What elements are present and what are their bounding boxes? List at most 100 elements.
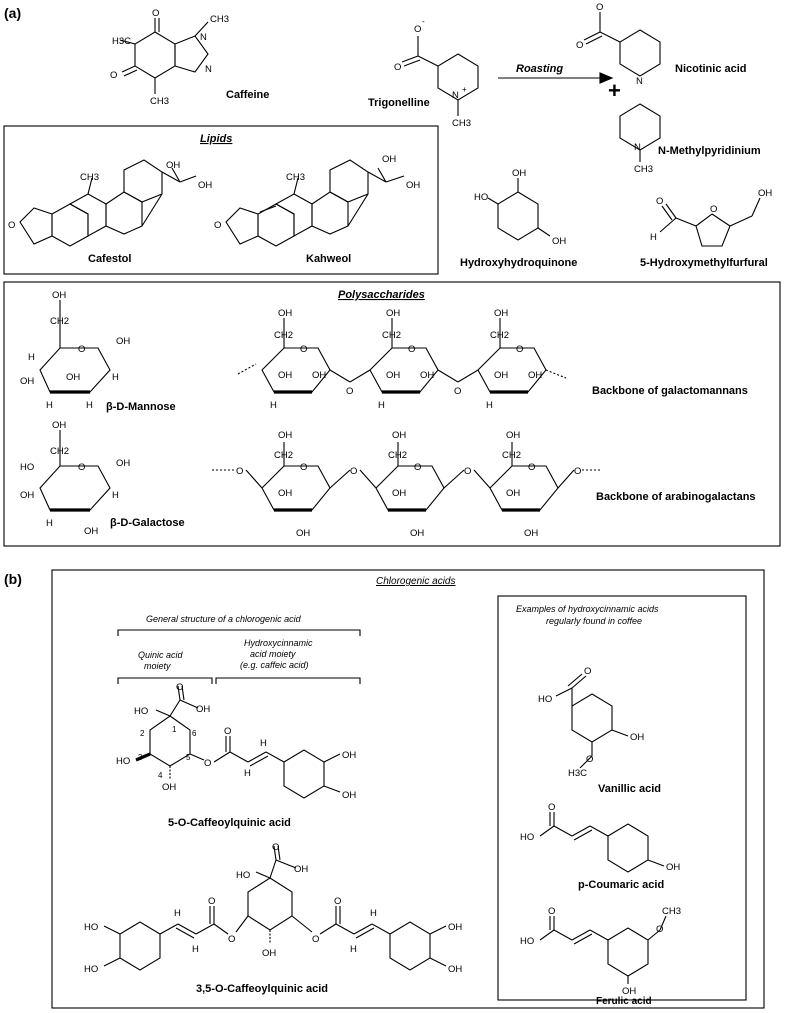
cqa-oh4: OH: [162, 782, 176, 793]
cqa-h-a: H: [260, 738, 267, 749]
gm-oh-r1a: OH: [278, 370, 292, 381]
roasting-label: Roasting: [516, 63, 563, 75]
polysaccharides-title: Polysaccharides: [338, 289, 425, 301]
dicqa-h-r1: H: [370, 908, 377, 919]
gm-ch2-b: CH2: [382, 330, 401, 341]
ag-o1: O: [350, 466, 357, 477]
cqa-ho1: HO: [134, 706, 148, 717]
ferulic-structure: HO O O CH3 OH: [520, 906, 681, 997]
fer-o: O: [548, 906, 555, 917]
van-h3c: H3C: [568, 768, 587, 779]
n-methylpyridinium-structure: N CH3: [619, 103, 661, 175]
man-o: O: [78, 344, 85, 355]
cga-general-structure: General structure of a chlorogenic acid: [146, 614, 302, 624]
gm-h-r1: H: [270, 400, 277, 411]
cafestol-oh2: OH: [198, 180, 212, 191]
dicqa-ho-l2: HO: [84, 964, 98, 975]
label-n-methylpyridinium: N-Methylpyridinium: [658, 145, 761, 157]
caffeine-o1: O: [152, 8, 159, 19]
caffeine-ch3-b: CH3: [150, 96, 169, 107]
label-nicotinic-acid: Nicotinic acid: [675, 63, 747, 75]
kahweol-oh1: OH: [382, 154, 396, 165]
gm-oh-r1b: OH: [312, 370, 326, 381]
fer-ch3: CH3: [662, 906, 681, 917]
gal-o: O: [78, 462, 85, 473]
kahweol-ch3: CH3: [286, 172, 305, 183]
gm-oh-a: OH: [278, 308, 292, 319]
bracket-hca: [215, 677, 361, 684]
man-h3: H: [46, 400, 53, 411]
hhq-ho: HO: [474, 192, 488, 203]
label-galactose: β-D-Galactose: [110, 517, 185, 529]
ag-o2: O: [464, 466, 471, 477]
dicqa-ho-l1: HO: [84, 922, 98, 933]
gm-h-r2: H: [378, 400, 385, 411]
cga-hca-3: (e.g. caffeic acid): [240, 660, 309, 670]
polysaccharides-box: [3, 281, 781, 547]
ag-o3: O: [574, 466, 581, 477]
man-h4: H: [86, 400, 93, 411]
label-mannose: β-D-Mannose: [106, 401, 176, 413]
mannose-structure: OH CH2 O H OH OH OH H H H: [20, 290, 130, 411]
trig-plus: +: [462, 85, 467, 94]
ag-ch2-a: CH2: [274, 450, 293, 461]
dicqa-oh-r2: OH: [448, 964, 462, 975]
nmp-n: N: [634, 142, 641, 153]
cqa-n3: 3: [138, 753, 143, 762]
gm-link-o1: O: [346, 386, 353, 397]
gm-oh-c: OH: [494, 308, 508, 319]
trig-ch3: CH3: [452, 118, 471, 129]
dicqa-h-r2: H: [350, 944, 357, 955]
dicqa-ho1: HO: [236, 870, 250, 881]
cqa-n2: 2: [140, 729, 145, 738]
label-hmf: 5-Hydroxymethylfurfural: [640, 257, 768, 269]
hydroxyhydroquinone-structure: OH HO OH: [474, 168, 566, 247]
nic-n: N: [636, 76, 643, 87]
cqa-n4: 4: [158, 771, 163, 780]
chlorogenic-title: Chlorogenic acids: [376, 576, 456, 587]
arrow-head: [599, 72, 614, 84]
dicqa35-structure: O OH HO O O OH O O H H H H HO HO OH OH: [84, 842, 462, 975]
gal-oh4: OH: [84, 526, 98, 537]
man-oh-top: OH: [52, 290, 66, 301]
man-oh1: OH: [116, 336, 130, 347]
hmf-o-ring: O: [710, 204, 717, 215]
panel-label-b: (b): [4, 571, 22, 587]
coumaric-structure: HO O OH: [520, 802, 680, 873]
label-galactomannans: Backbone of galactomannans: [592, 385, 748, 397]
cqa-o-acid: O: [176, 682, 183, 693]
gm-h-r3: H: [486, 400, 493, 411]
cqa-o-ester: O: [204, 758, 211, 769]
ag-o0: O: [236, 466, 243, 477]
arabinogalactan-backbone: O O O O OH OH OH CH2 CH2 CH2 O O O OH OH…: [212, 430, 600, 539]
gal-oh3: OH: [20, 490, 34, 501]
ag-oh-a: OH: [278, 430, 292, 441]
gm-oh-r2b: OH: [420, 370, 434, 381]
dicqa-oh4: OH: [262, 948, 276, 959]
cqa-o-co: O: [224, 726, 231, 737]
gal-oh1: HO: [20, 462, 34, 473]
kahweol-structure: O CH3 OH OH: [214, 154, 420, 247]
cafestol-structure: O CH3 OH OH: [8, 159, 212, 247]
lipids-box: [3, 125, 439, 275]
ag-ring-o-a: O: [300, 462, 307, 473]
trig-n: N: [452, 90, 459, 101]
ag-oh-b3: OH: [524, 528, 538, 539]
cqa-ho3: HO: [116, 756, 130, 767]
gm-oh-b: OH: [386, 308, 400, 319]
dicqa-h-l2: H: [192, 944, 199, 955]
man-oh3: OH: [66, 372, 80, 383]
bracket-general: [117, 629, 361, 636]
chlorogenic-box: [51, 569, 765, 1009]
dicqa-o3: O: [228, 934, 235, 945]
gm-o-a: O: [300, 344, 307, 355]
nic-o-minus: O: [596, 2, 603, 13]
gm-oh-r3b: OH: [528, 370, 542, 381]
nmp-ch3: CH3: [634, 164, 653, 175]
ag-oh-r1: OH: [278, 488, 292, 499]
gm-ch2-a: CH2: [274, 330, 293, 341]
label-trigonelline: Trigonelline: [368, 97, 430, 109]
caffeine-n9: N: [205, 64, 212, 75]
trig-o: O: [394, 62, 401, 73]
dicqa-o5: O: [312, 934, 319, 945]
